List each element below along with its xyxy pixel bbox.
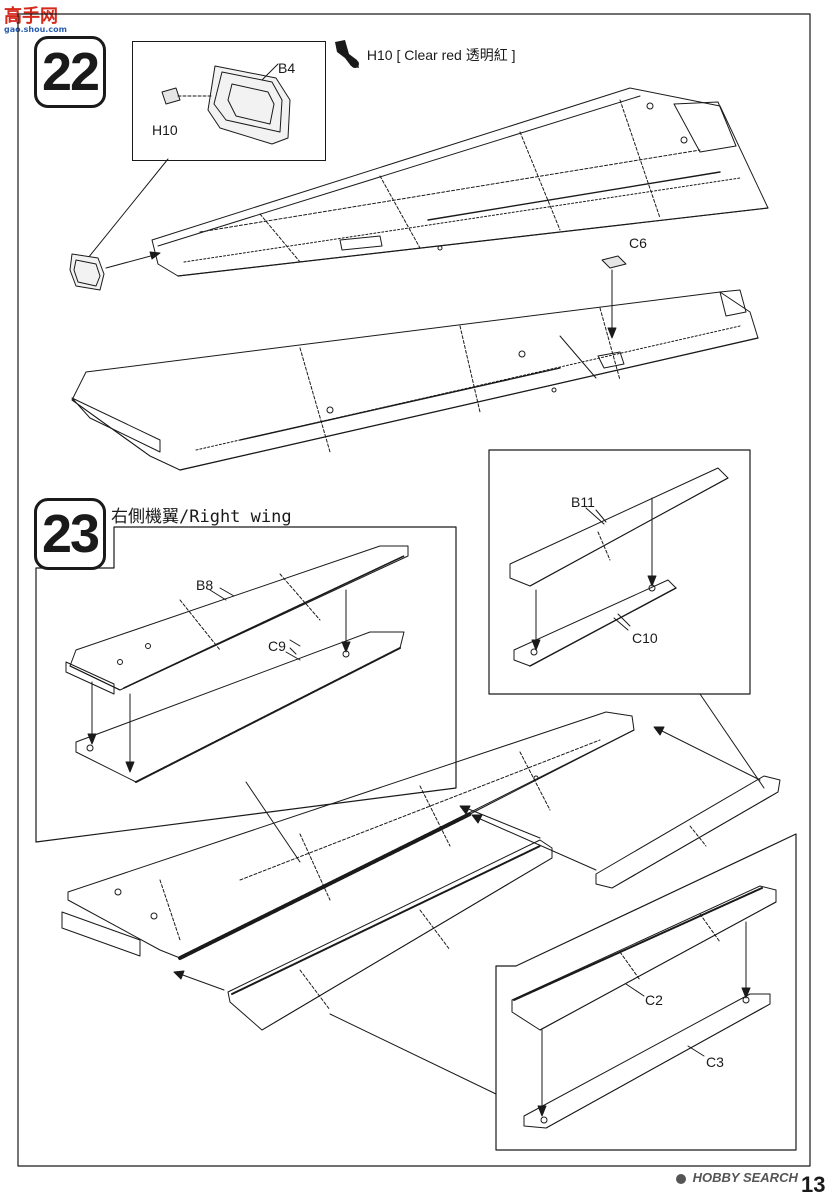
part-label-b8: B8 — [196, 577, 214, 593]
assembled-wing-drawing — [61, 711, 635, 960]
aileron-drawing — [595, 775, 781, 889]
hobby-search-watermark: HOBBY SEARCH — [676, 1170, 798, 1185]
c6-part-drawing — [601, 255, 627, 339]
h10-lens-drawing — [161, 87, 213, 105]
logo-url: gao.shou.com — [4, 25, 67, 34]
part-label-c6: C6 — [629, 235, 647, 251]
paint-brush-icon — [335, 40, 359, 68]
c2-panel-drawing — [511, 885, 777, 1031]
upper-wing-drawing — [151, 87, 769, 277]
c9-panel-drawing — [75, 631, 405, 783]
b4-light-housing-drawing — [207, 63, 291, 145]
part-label-b4: B4 — [278, 60, 296, 76]
lower-wing-drawing — [71, 289, 759, 471]
step-22-number: 22 — [34, 36, 106, 108]
detail-inset-b4-h10 — [132, 41, 326, 161]
small-light-housing-drawing — [69, 253, 105, 291]
flap-drawing — [227, 839, 553, 1031]
part-label-c10: C10 — [632, 630, 658, 646]
part-label-h10: H10 — [152, 122, 178, 138]
part-label-c2: C2 — [645, 992, 663, 1008]
part-label-c3: C3 — [706, 1054, 724, 1070]
page-number: 13 — [801, 1172, 826, 1197]
b11-panel-drawing — [509, 467, 729, 587]
part-label-b11: B11 — [571, 494, 595, 510]
step-23-number: 23 — [34, 498, 106, 570]
b8-panel-drawing — [65, 545, 409, 695]
c10-panel-drawing — [513, 579, 677, 667]
part-label-c9: C9 — [268, 638, 286, 654]
paint-callout-text: H10 [ Clear red 透明紅 ] — [366, 47, 516, 63]
watermark-icon — [676, 1173, 686, 1184]
c3-panel-drawing — [523, 993, 771, 1129]
step-23-heading: 右側機翼/Right wing — [111, 507, 292, 527]
paint-callout: H10 [ Clear red 透明紅 ] — [333, 40, 516, 70]
